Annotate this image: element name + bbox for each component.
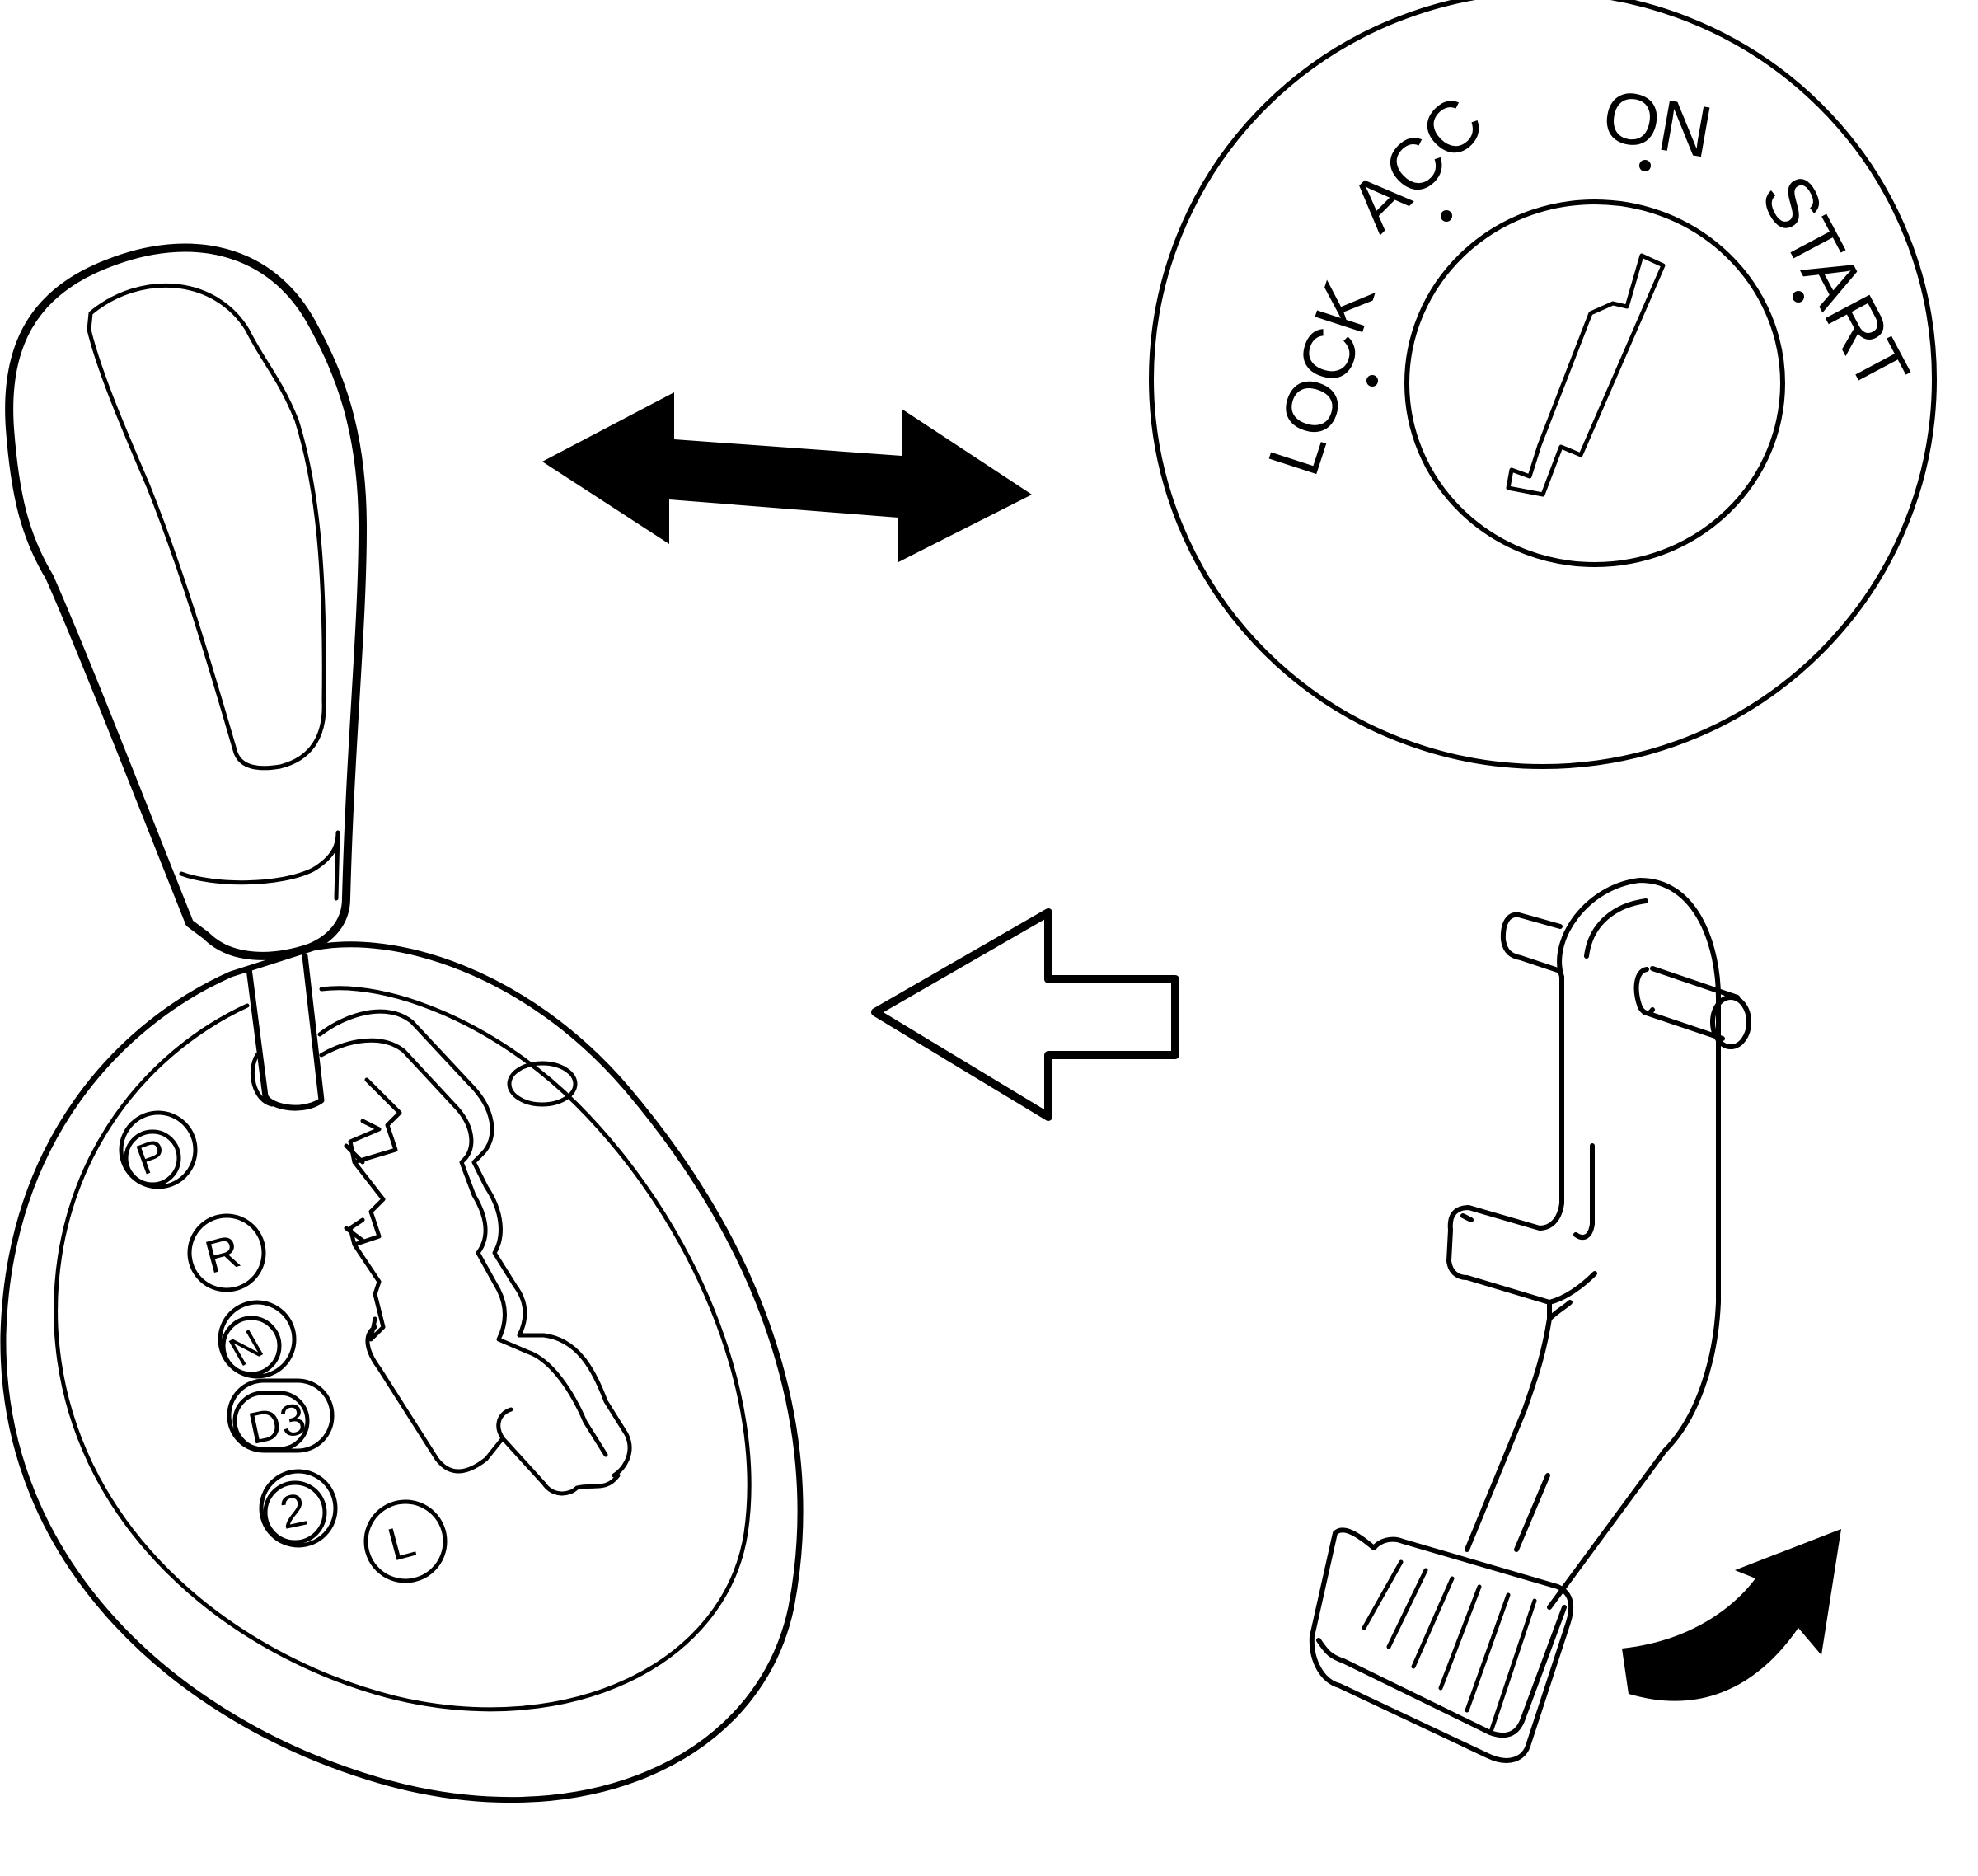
- ignition-label-start: START: [1745, 162, 1925, 405]
- brake-pedal-assembly: [1309, 878, 1751, 1763]
- gear-label-l: L: [382, 1514, 420, 1571]
- gear-badge-n-inner: [221, 1316, 282, 1377]
- shift-lever-assembly: [0, 243, 804, 1803]
- shift-gate-slot-inner: [319, 1038, 608, 1457]
- ignition-key-slot: [1506, 253, 1666, 497]
- brake-pedal-pin-right: [1633, 966, 1740, 1041]
- shift-lever-collar: [250, 1053, 274, 1107]
- gear-badge-p: [119, 1110, 198, 1189]
- brake-pedal-pad: [1309, 1527, 1574, 1763]
- ignition-outer-ring: [1149, 0, 1937, 769]
- shift-knob-face: [87, 283, 326, 771]
- gear-badge-n: [218, 1300, 297, 1379]
- gear-badge-2-inner: [263, 1480, 327, 1545]
- gear-badge-2: [259, 1469, 338, 1548]
- ignition-label-acc: ACC: [1334, 81, 1499, 246]
- shift-gate-inner-ring: [54, 986, 752, 1712]
- left-hollow-arrow-icon: [871, 908, 1179, 1121]
- gear-label-r: R: [199, 1225, 245, 1283]
- brake-pedal-pin-top: [1500, 912, 1563, 973]
- ignition-label-on: ON: [1597, 74, 1718, 173]
- ignition-detent-start: [1793, 291, 1804, 303]
- shift-gate-slot: [317, 1009, 632, 1478]
- ignition-detent-on: [1639, 160, 1651, 171]
- curved-up-arrow-icon: [1622, 1529, 1841, 1701]
- gear-badge-r: [187, 1213, 266, 1292]
- ignition-detent-lock: [1366, 375, 1378, 387]
- ignition-detent-acc: [1441, 210, 1452, 222]
- shift-gate-positions: [119, 1110, 448, 1583]
- brake-pedal-tab-line: [1460, 1213, 1474, 1222]
- gear-label-d3: D3: [244, 1394, 310, 1454]
- brake-pedal-arm: [1446, 878, 1721, 1610]
- gear-label-2: 2: [275, 1483, 312, 1539]
- ignition-switch: [1149, 0, 1937, 769]
- brake-pedal-pin-right-end: [1710, 995, 1751, 1049]
- brake-pedal-pad-face: [1316, 1605, 1567, 1738]
- shift-knob-outer: [5, 243, 367, 960]
- gear-badge-p-inner: [124, 1129, 181, 1187]
- shift-lever-shaft: [246, 953, 325, 1111]
- shift-gate-outer-ring: [0, 941, 804, 1803]
- shift-detent-profile: [348, 1077, 621, 1496]
- brake-pedal-arm-inner: [1514, 898, 1648, 1552]
- left-right-double-arrow-icon: [542, 392, 1032, 562]
- shift-detent-tabs: [344, 1143, 513, 1441]
- ignition-keyhole-ring: [1404, 199, 1785, 567]
- shift-knob-collar: [179, 830, 340, 901]
- brake-pedal-ribs: [1362, 1559, 1537, 1732]
- shift-gate-hole: [507, 1061, 578, 1107]
- gear-badge-d3-inner: [232, 1391, 310, 1452]
- gear-badge-l: [363, 1499, 448, 1583]
